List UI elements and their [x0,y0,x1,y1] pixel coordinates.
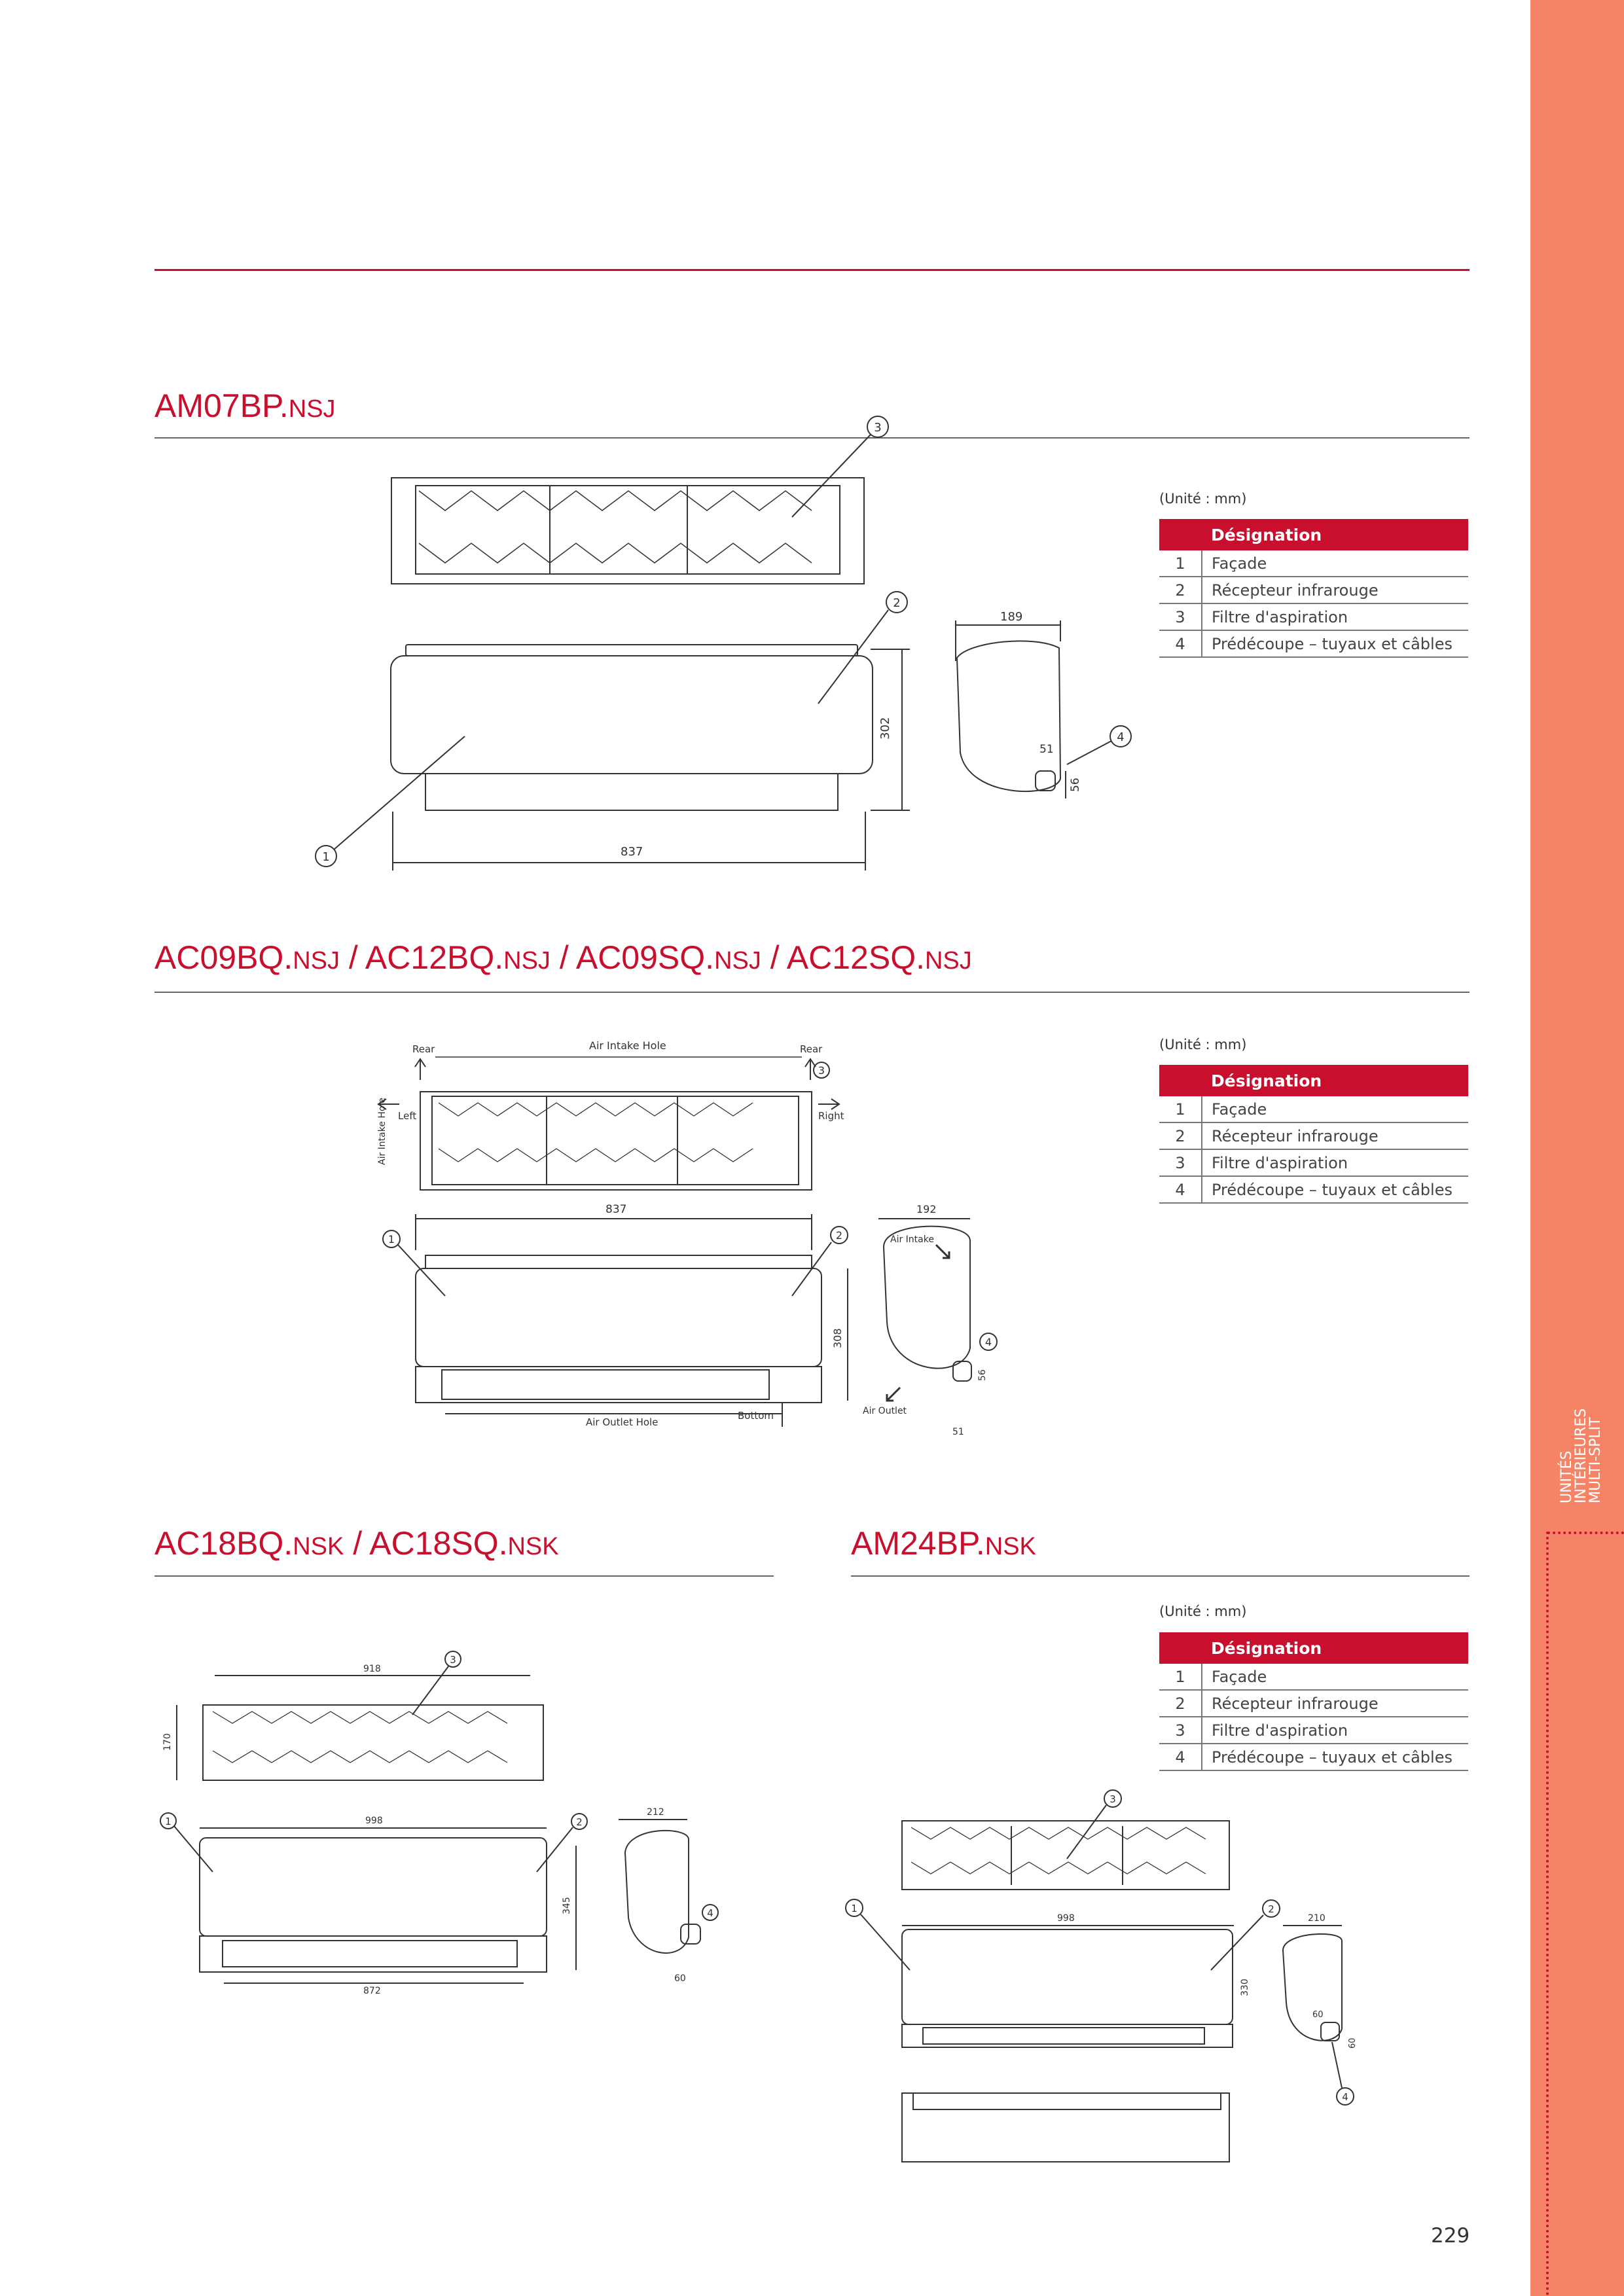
dimension-hole-height: 56 [977,1369,988,1381]
technical-drawing-am07bp: 3 2 1 837 302 189 4 51 56 [308,412,1146,877]
dimension-width: 837 [621,845,643,859]
dimension-top-width: 918 [363,1664,381,1674]
label-left: Left [398,1110,416,1122]
callout-1: 1 [388,1233,395,1246]
section-rule [154,992,1470,993]
callout-4: 4 [985,1336,992,1348]
sidebar-label-line: INTÉRIEURES [1573,1408,1589,1503]
technical-drawing-am24bp: 3 1 998 2 330 210 60 60 4 [831,1780,1394,2173]
label-rear-left: Rear [412,1043,435,1055]
dimension-front-width: 998 [1057,1913,1075,1924]
top-accent-rule [154,269,1470,271]
unit-label: (Unité : mm) [1159,491,1247,507]
technical-drawing-ac18bq: 918 3 170 1 998 2 345 872 212 4 60 [151,1643,740,2016]
section-rule [851,1575,1470,1577]
callout-2: 2 [1268,1903,1274,1915]
dimension-height: 308 [831,1328,844,1348]
table-header: Désignation [1202,1065,1468,1096]
table-header: Désignation [1202,519,1468,550]
unit-label: (Unité : mm) [1159,1604,1247,1619]
table-header: Désignation [1202,1632,1468,1664]
dimension-outlet-width: 872 [363,1986,381,1996]
dimension-side-depth: 212 [647,1807,664,1818]
dimension-top-depth: 170 [162,1733,173,1751]
dimension-hole-width: 51 [1039,743,1054,756]
dimension-hole-width: 60 [1312,2010,1324,2020]
callout-2: 2 [893,596,900,610]
section-title-am07bp: AM07BP.NSJ [154,387,336,424]
dimension-hole-height: 56 [1069,778,1082,792]
dimension-hole-width: 51 [952,1427,964,1437]
label-air-intake-hole-top: Air Intake Hole [589,1039,666,1052]
page-number: 229 [1431,2224,1470,2248]
label-air-intake: Air Intake [890,1234,934,1245]
section-title-ac09bq: AC09BQ.NSJ / AC12BQ.NSJ / AC09SQ.NSJ / A… [154,939,972,976]
dimension-width: 837 [605,1203,626,1216]
callout-3: 3 [818,1064,825,1077]
section-title-am24bp: AM24BP.NSK [851,1525,1036,1562]
dimension-depth: 192 [916,1203,937,1215]
callout-3: 3 [874,421,881,435]
callout-4: 4 [1117,730,1124,744]
callout-3: 3 [1110,1793,1116,1805]
dimension-front-height: 330 [1240,1979,1250,1996]
callout-1: 1 [322,850,329,864]
sidebar-section-label: UNITÉS INTÉRIEURES MULTI-SPLIT [1559,1405,1604,1503]
sidebar-label-line: MULTI-SPLIT [1587,1417,1604,1503]
callout-1: 1 [165,1816,171,1827]
technical-drawing-ac09bq: Air Intake Hole Rear Rear Left Right Air… [367,1034,1047,1453]
callout-1: 1 [851,1903,857,1914]
label-air-intake-hole-side: Air Intake Hole [377,1098,388,1165]
section-rule [154,437,1470,439]
dimension-front-width: 998 [365,1816,383,1826]
label-air-outlet: Air Outlet [863,1406,907,1416]
section-rule [154,1575,774,1577]
dimension-depth: 189 [1000,610,1022,624]
label-right: Right [818,1110,844,1122]
dimension-hole-height: 60 [1348,2037,1358,2049]
sidebar-label-line: UNITÉS [1559,1450,1575,1503]
callout-2: 2 [576,1816,583,1828]
dimension-side-depth: 210 [1308,1913,1326,1924]
unit-label: (Unité : mm) [1159,1037,1247,1052]
callout-4: 4 [707,1907,713,1919]
sidebar-dotted-vertical [1546,1532,1549,2296]
callout-4: 4 [1342,2091,1348,2103]
dimension-front-height: 345 [562,1897,572,1914]
callout-3: 3 [450,1654,456,1666]
label-rear-right: Rear [800,1043,823,1055]
side-band [1530,0,1624,2296]
callout-2: 2 [836,1229,842,1242]
label-bottom: Bottom [738,1410,774,1422]
sidebar-dotted-divider [1547,1532,1624,1534]
label-air-outlet-hole: Air Outlet Hole [586,1416,658,1428]
dimension-height: 302 [878,717,892,740]
dimension-hole-width: 60 [674,1973,686,1984]
section-title-ac18bq: AC18BQ.NSK / AC18SQ.NSK [154,1525,559,1562]
